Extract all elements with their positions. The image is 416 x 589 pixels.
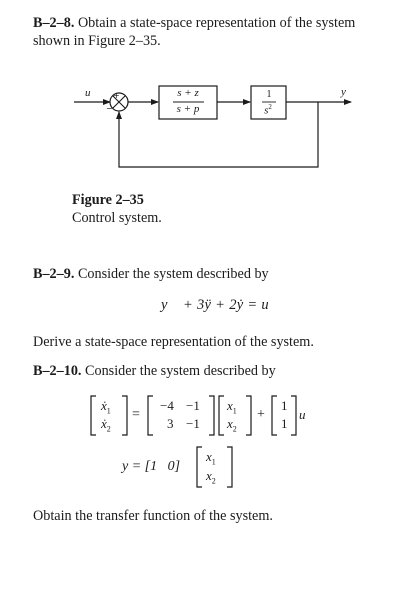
problem-text-line1: Obtain a state-space representation of t… <box>77 15 356 31</box>
problem-text-line2: shown in Figure 2–35. <box>33 33 161 49</box>
block2-denominator: s2 <box>264 103 272 117</box>
a12: −1 <box>186 398 200 413</box>
ode-equation: y⃛ + 3ÿ + 2ẏ = u <box>161 297 269 313</box>
sum-plus-sign: + <box>113 91 120 100</box>
figure-label: Figure 2–35 <box>72 192 144 208</box>
input-label: u <box>85 87 91 99</box>
block2-numerator: 1 <box>266 89 272 100</box>
x2: x2 <box>227 416 237 434</box>
a11: −4 <box>160 398 174 413</box>
a21: 3 <box>167 416 174 431</box>
block-diagram <box>74 85 352 168</box>
sum-minus-sign: − <box>106 104 113 113</box>
block1-box <box>158 85 218 120</box>
problem-followup: Derive a state-space representation of t… <box>33 334 314 350</box>
xdot2: ẋ2 <box>101 416 111 434</box>
problem-text: Consider the system described by <box>85 363 276 379</box>
xdot1: ẋ1 <box>101 398 111 416</box>
output-x1: x1 <box>206 449 216 467</box>
problem-text: Consider the system described by <box>77 266 269 282</box>
block1-numerator: s + z <box>177 87 199 99</box>
output-label: y <box>341 86 346 98</box>
problem-number: B–2–9. <box>33 266 75 282</box>
problem-followup: Obtain the transfer function of the syst… <box>33 508 273 524</box>
equals-sign: = <box>132 407 140 422</box>
block1-denominator: s + p <box>176 103 200 115</box>
u-input: u <box>299 407 306 422</box>
x1: x1 <box>227 398 237 416</box>
problem-b2-8: B–2–8. Obtain a state-space representati… <box>33 15 355 32</box>
figure-caption: Control system. <box>72 210 162 226</box>
feedback-path <box>116 102 319 168</box>
b2: 1 <box>281 416 288 431</box>
problem-b2-10: B–2–10. Consider the system described by <box>33 363 276 380</box>
problem-number: B–2–8. <box>33 15 75 31</box>
plus-sign: + <box>257 407 265 422</box>
problem-number: B–2–10. <box>33 363 82 379</box>
a22: −1 <box>186 416 200 431</box>
output-x2: x2 <box>206 468 216 486</box>
b1: 1 <box>281 398 288 413</box>
problem-b2-9: B–2–9. Consider the system described by <box>33 266 269 283</box>
output-equation: y = [1 0] <box>122 459 181 474</box>
